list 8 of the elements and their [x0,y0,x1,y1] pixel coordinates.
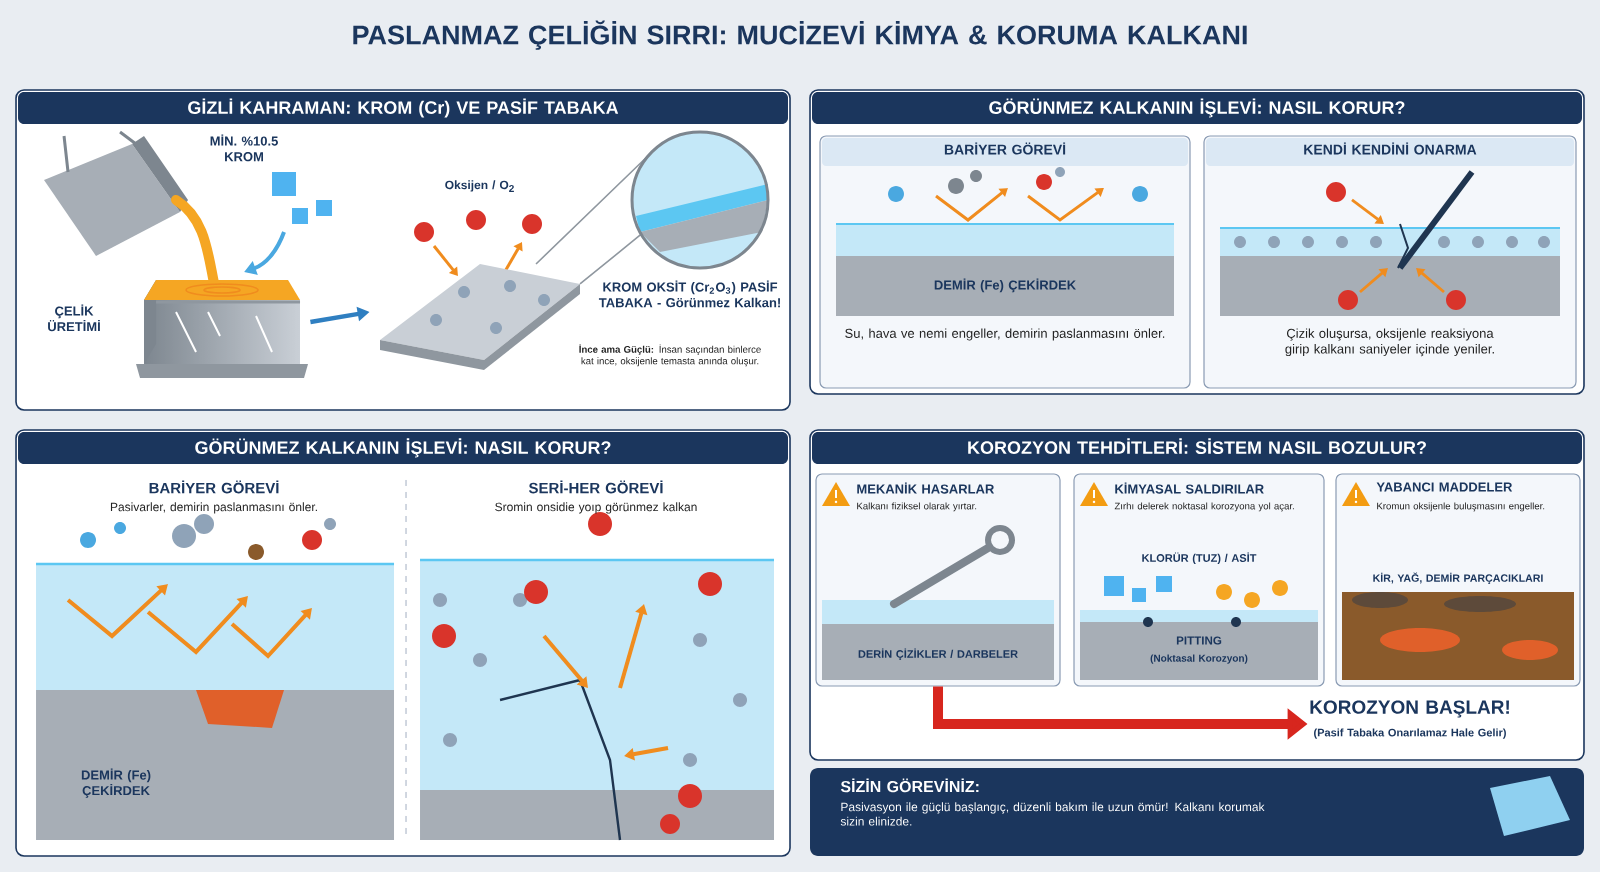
panel-title: KOROZYON TEHDİTLERİ: SİSTEM NASIL BOZULUR? [968,438,1426,454]
panel-title: GİZLİ KAHRAMAN: KROM (Cr) VE PASİF TABAKA [188,98,619,118]
panel-title: GÖRÜNMEZ KALKANIN İŞLEVİ: NASIL KORUR? [195,438,611,458]
plate-drawing [380,264,580,370]
result-heading: KOROZYON BAŞLAR! [1310,700,1509,718]
banner-title: SİZİN GÖREVİNİZ: [840,778,979,793]
page-title: PASLANMAZ ÇELİĞİN SIRRI: MUCİZEVİ KİMYA & KORUMA KALKANI [353,20,1247,50]
panel-title: GÖRÜNMEZ KALKANIN İŞLEVİ: NASIL KORUR? [989,98,1405,118]
